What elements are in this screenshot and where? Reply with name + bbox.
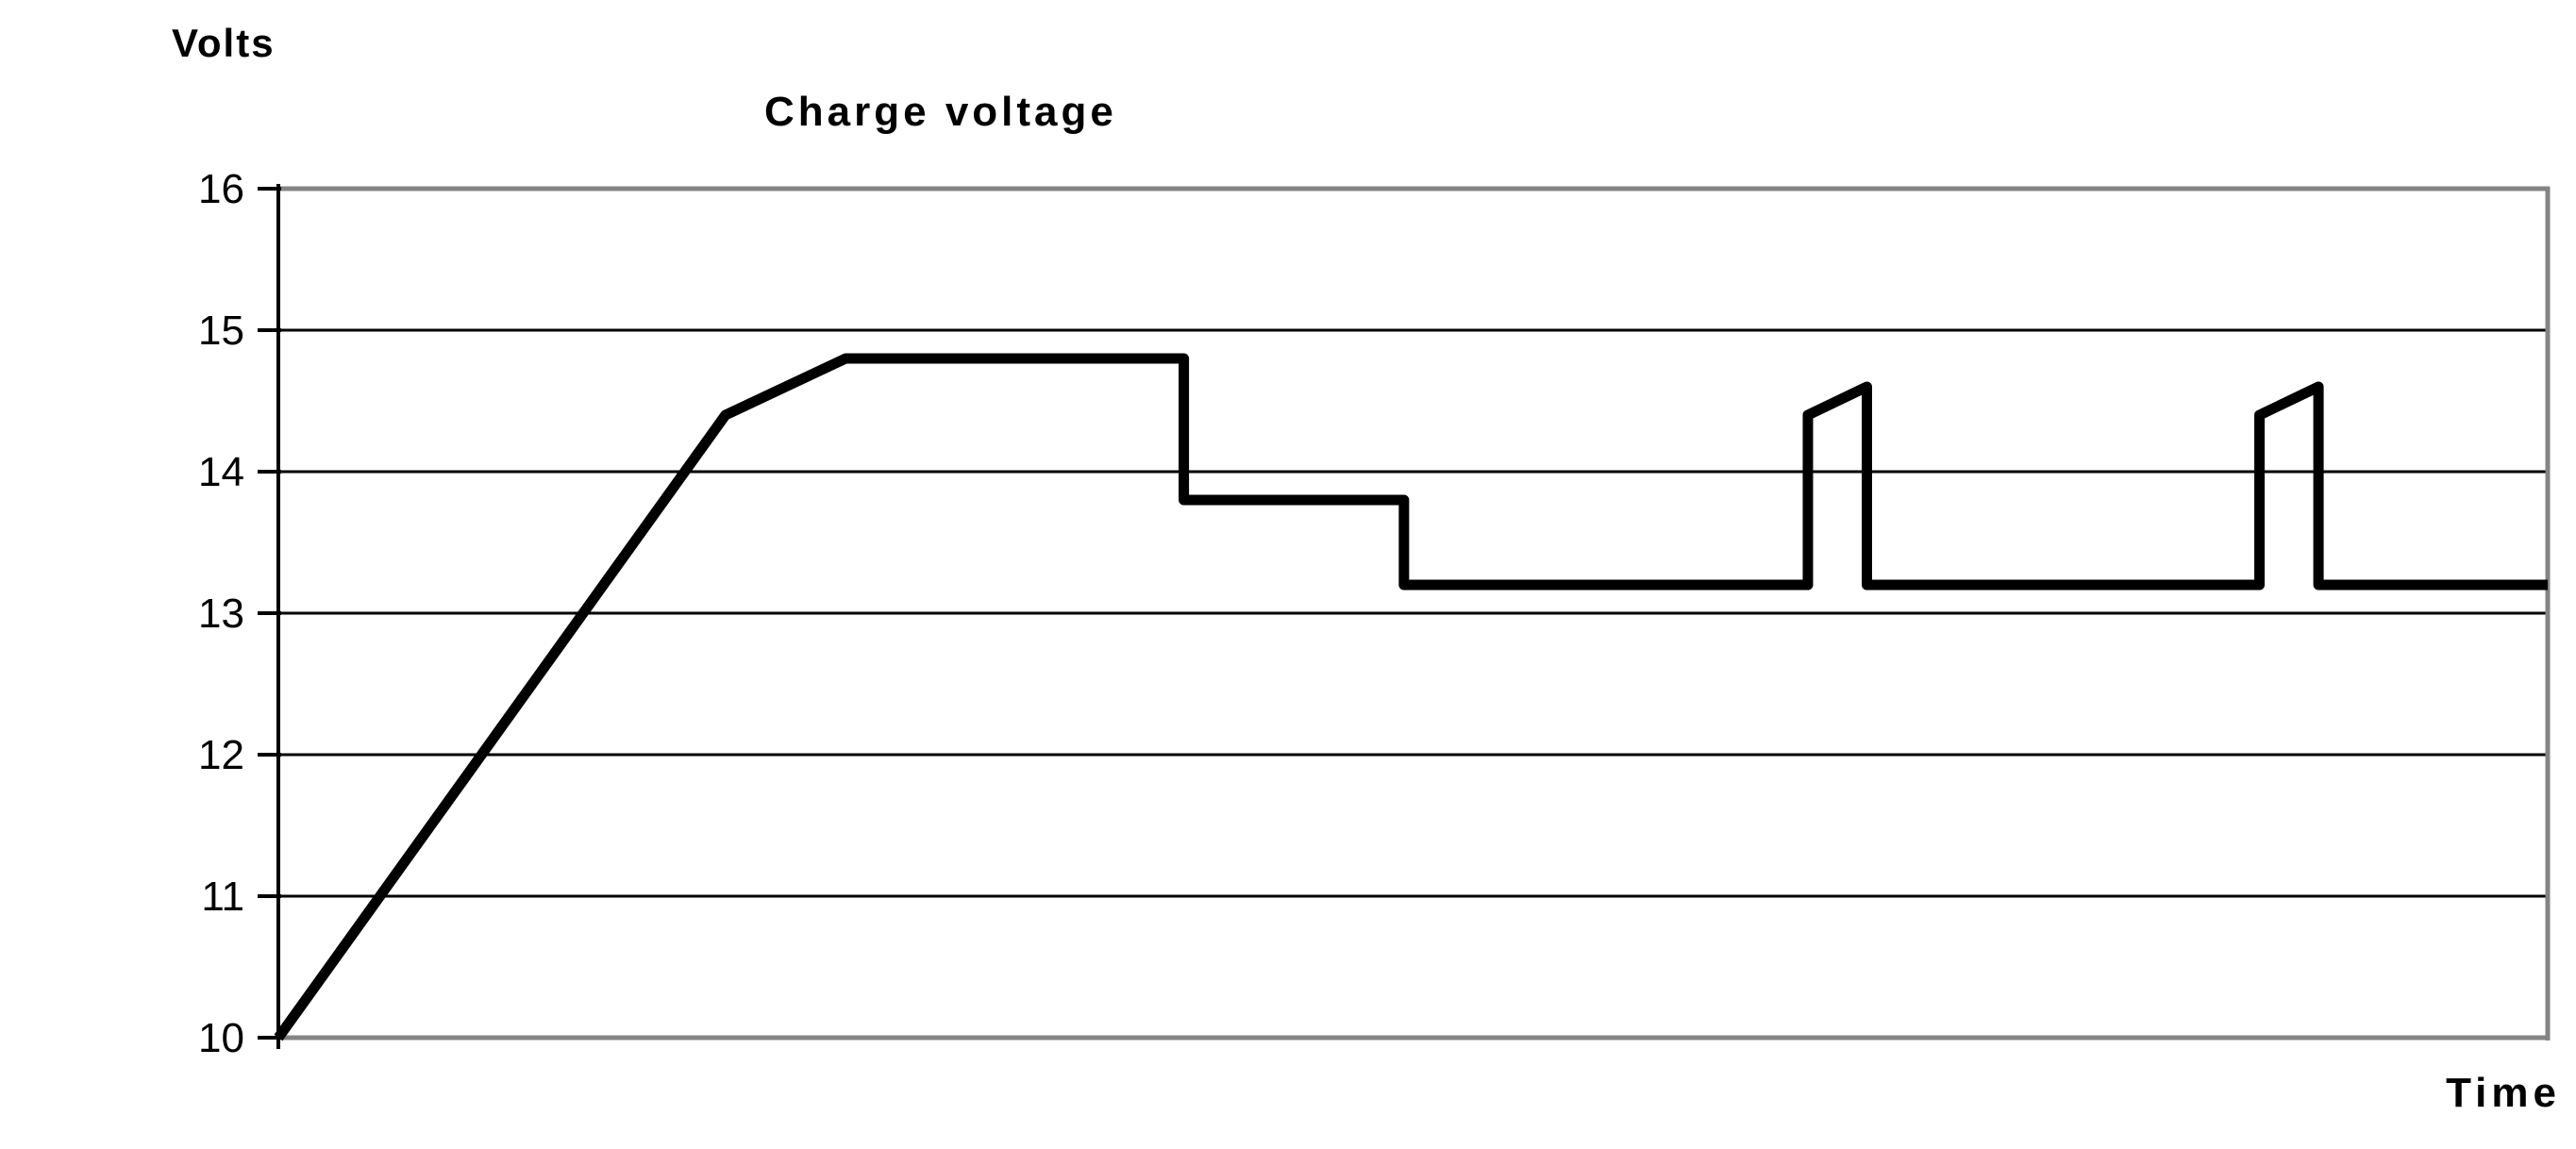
y-tick-label-10: 10: [198, 1015, 244, 1061]
chart-title: Charge voltage: [764, 89, 1117, 135]
y-tick-label-16: 16: [198, 166, 244, 212]
voltage-line: [274, 353, 2548, 1041]
y-axis-title: Volts: [172, 21, 276, 65]
y-tick-label-12: 12: [198, 732, 244, 778]
y-tick-label-11: 11: [201, 874, 244, 920]
x-axis-title: Time: [2446, 1070, 2561, 1116]
y-tick-label-13: 13: [198, 591, 244, 637]
y-tick-label-14: 14: [198, 449, 244, 495]
y-tick-label-15: 15: [198, 308, 244, 354]
